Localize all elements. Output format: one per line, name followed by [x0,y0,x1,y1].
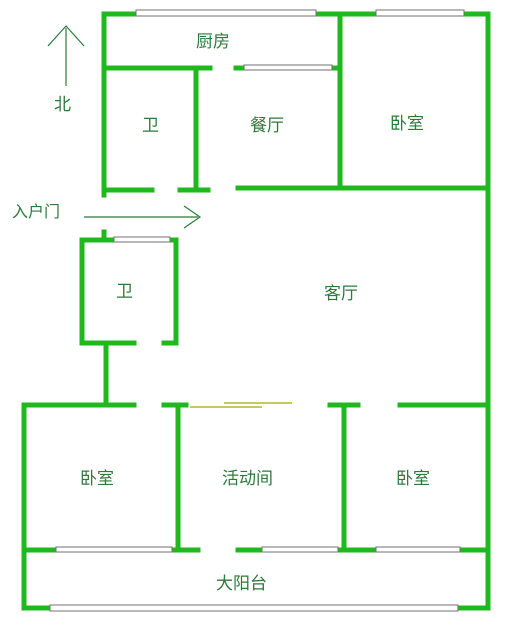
room-label-bedroom-sw: 卧室 [80,469,114,489]
entrance-label: 入户门 [12,202,61,221]
room-label-bedroom-ne: 卧室 [390,114,424,134]
room-label-kitchen: 厨房 [196,32,230,52]
window [55,546,173,553]
arrow-up-icon [47,25,85,86]
walls [21,11,491,611]
window [243,64,333,71]
compass-label: 北 [54,95,71,115]
arrow-right-icon [84,205,202,229]
window [49,604,459,612]
room-label-dining: 餐厅 [250,116,284,136]
room-label-bath-north: 卫 [142,116,159,136]
window [261,546,339,553]
room-label-living: 客厅 [324,284,358,304]
sliding-door [190,402,292,408]
window [135,9,317,17]
window [113,236,171,243]
room-label-bedroom-se: 卧室 [396,469,430,489]
windows [49,9,465,612]
room-label-bath-mid: 卫 [116,282,133,302]
room-label-activity: 活动间 [222,469,273,489]
window [375,9,465,17]
window [375,546,461,553]
room-label-balcony: 大阳台 [216,574,267,594]
